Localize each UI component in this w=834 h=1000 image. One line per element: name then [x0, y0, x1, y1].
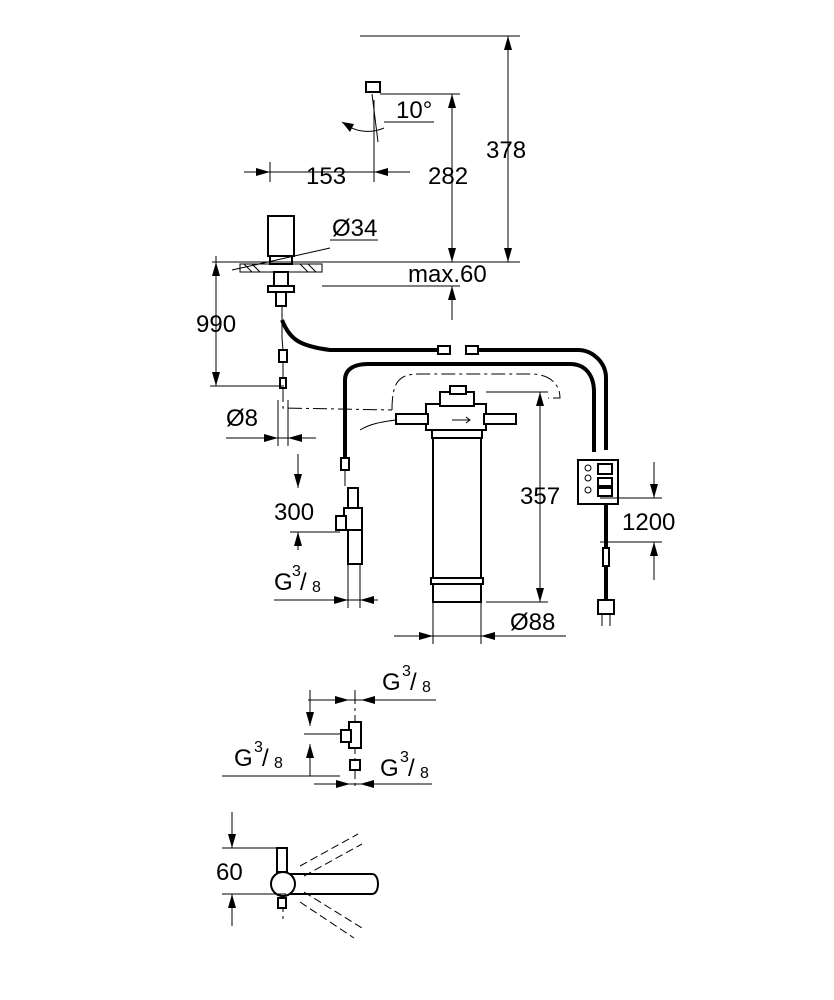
- dim-filter-height: 357: [520, 483, 560, 510]
- dim-spout-reach: 153: [306, 163, 346, 190]
- dim-outlet-height: 282: [428, 163, 468, 190]
- svg-text:/: /: [408, 755, 415, 782]
- dim-max-deck: max.60: [408, 261, 487, 288]
- electric-cable: [280, 319, 440, 352]
- thread-g: G: [380, 755, 399, 782]
- thread-den: 8: [420, 765, 429, 782]
- svg-text:/: /: [262, 745, 269, 772]
- dim-spout-height: 378: [486, 137, 526, 164]
- svg-text:/: /: [300, 569, 307, 596]
- thread-num: 3: [402, 663, 411, 680]
- thread-g: G: [274, 569, 293, 596]
- dim-lever-height: 60: [216, 859, 243, 886]
- dim-valve-offset: 300: [274, 499, 314, 526]
- thread-label-valve: G 3 / 8: [274, 563, 321, 596]
- dim-hose-length: 990: [196, 311, 236, 338]
- thread-label-tee-bottom: G 3 / 8: [380, 749, 429, 782]
- dim-tube-diameter: Ø8: [226, 405, 258, 432]
- thread-label-tee-top: G 3 / 8: [382, 663, 431, 696]
- faucet: [239, 26, 387, 389]
- angle-valve: [335, 470, 363, 565]
- dim-cable-length: 1200: [622, 509, 675, 536]
- filter-cartridge: [432, 437, 482, 579]
- dim-swivel-angle: 10°: [396, 97, 432, 124]
- filter-head: [425, 403, 487, 431]
- thread-den: 8: [422, 679, 431, 696]
- thread-g: G: [234, 745, 253, 772]
- thread-num: 3: [292, 563, 301, 580]
- thread-den: 8: [312, 579, 321, 596]
- dim-filter-diameter: Ø88: [510, 609, 555, 636]
- lever-plan-view: [270, 833, 379, 939]
- aerator: [365, 81, 381, 93]
- svg-text:/: /: [410, 669, 417, 696]
- thread-num: 3: [400, 749, 409, 766]
- dim-body-diameter: Ø34: [332, 215, 377, 242]
- thread-num: 3: [254, 739, 263, 756]
- plug: [597, 599, 615, 615]
- control-box: [577, 459, 619, 626]
- thread-label-tee-side: G 3 / 8: [234, 739, 283, 772]
- tee-connector-detail: [340, 690, 362, 790]
- filter-unit: [359, 385, 517, 603]
- thread-den: 8: [274, 755, 283, 772]
- thread-g: G: [382, 669, 401, 696]
- faucet-body: [267, 215, 295, 257]
